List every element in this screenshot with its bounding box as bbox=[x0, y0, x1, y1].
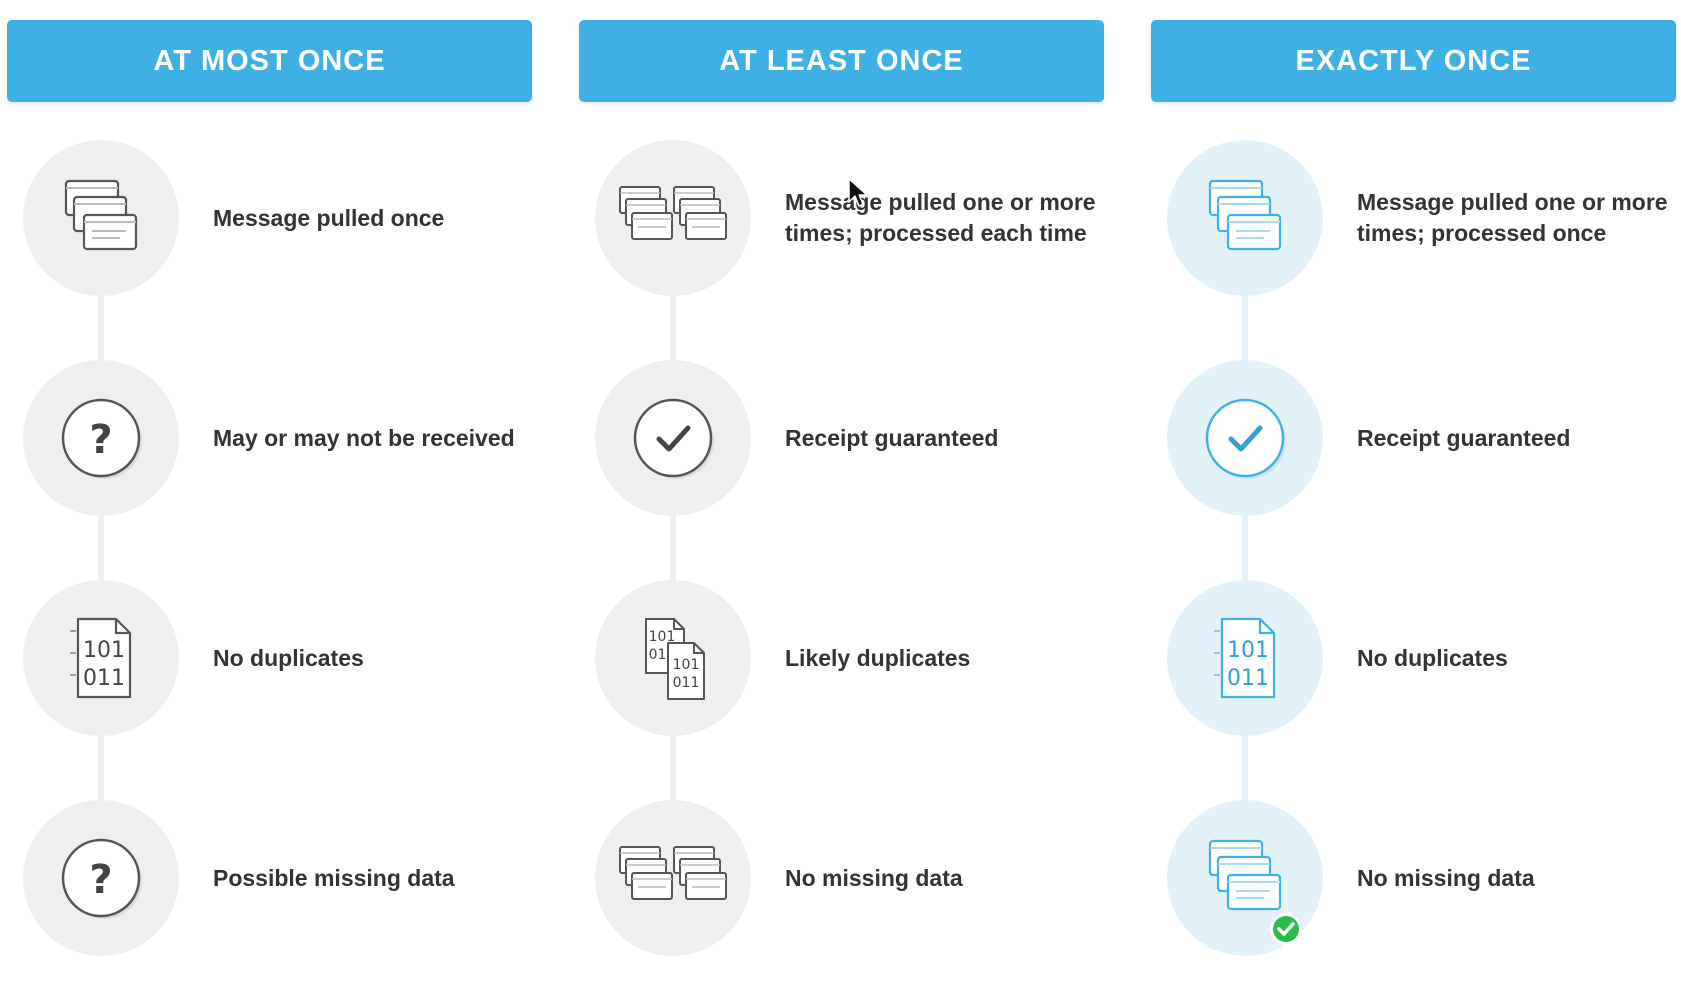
double-message-stack-icon bbox=[619, 846, 727, 900]
row-label: Receipt guaranteed bbox=[785, 424, 999, 451]
double-message-stack-icon bbox=[619, 186, 727, 240]
row-message-pulled: Message pulled one or more times; proces… bbox=[1167, 140, 1676, 296]
icon-circle: ? bbox=[23, 360, 179, 516]
icon-circle bbox=[1167, 140, 1323, 296]
column-header: AT LEAST ONCE bbox=[579, 20, 1104, 102]
svg-text:?: ? bbox=[89, 417, 112, 463]
check-circle-icon bbox=[1205, 398, 1286, 479]
row-receipt: ? May or may not be received bbox=[23, 360, 532, 516]
svg-text:101: 101 bbox=[673, 657, 700, 673]
row-label: No missing data bbox=[785, 864, 963, 891]
icon-circle: 101 011 101 011 bbox=[595, 580, 751, 736]
column-header: AT MOST ONCE bbox=[7, 20, 532, 102]
column-exactly-once: EXACTLY ONCE Message pulled one or more … bbox=[1151, 20, 1676, 970]
message-stack-verified-icon bbox=[1208, 839, 1302, 945]
row-label: Likely duplicates bbox=[785, 644, 971, 671]
row-label: Message pulled once bbox=[213, 204, 445, 231]
binary-file-icon: 101 011 bbox=[70, 617, 132, 699]
icon-circle bbox=[1167, 360, 1323, 516]
binary-text-line-1: 101 bbox=[1227, 638, 1269, 663]
row-message-pulled: Message pulled once bbox=[23, 140, 532, 296]
icon-circle bbox=[1167, 800, 1323, 956]
row-duplicates: 101 011 101 011 Likely duplicates bbox=[595, 580, 1104, 736]
green-check-badge-icon bbox=[1270, 913, 1302, 945]
icon-circle: ? bbox=[23, 800, 179, 956]
row-label: May or may not be received bbox=[213, 424, 515, 451]
row-message-pulled: Message pulled one or more times; proces… bbox=[595, 140, 1104, 296]
row-label: Possible missing data bbox=[213, 864, 455, 891]
duplicate-binary-files-icon: 101 011 101 011 bbox=[645, 618, 705, 700]
svg-text:101: 101 bbox=[649, 629, 676, 645]
row-label: Message pulled one or more times; proces… bbox=[1357, 189, 1668, 246]
icon-circle bbox=[595, 360, 751, 516]
row-missing-data: ? Possible missing data bbox=[23, 800, 532, 956]
binary-file-icon: 101 011 bbox=[1214, 617, 1276, 699]
binary-text-line-2: 011 bbox=[1227, 666, 1269, 691]
icon-circle bbox=[595, 140, 751, 296]
svg-text:011: 011 bbox=[673, 675, 700, 691]
row-label: No duplicates bbox=[213, 644, 364, 671]
svg-text:?: ? bbox=[89, 857, 112, 903]
icon-circle: 101 011 bbox=[1167, 580, 1323, 736]
message-stack-icon bbox=[1208, 179, 1282, 251]
icon-circle bbox=[23, 140, 179, 296]
row-label: Message pulled one or more times; proces… bbox=[785, 189, 1096, 246]
row-receipt: Receipt guaranteed bbox=[1167, 360, 1676, 516]
question-icon: ? bbox=[61, 398, 142, 479]
row-label: Receipt guaranteed bbox=[1357, 424, 1571, 451]
column-at-least-once: AT LEAST ONCE bbox=[579, 20, 1104, 970]
row-missing-data: No missing data bbox=[595, 800, 1104, 956]
message-stack-icon bbox=[64, 179, 138, 251]
row-missing-data: No missing data bbox=[1167, 800, 1676, 956]
row-receipt: Receipt guaranteed bbox=[595, 360, 1104, 516]
column-header: EXACTLY ONCE bbox=[1151, 20, 1676, 102]
row-duplicates: 101 011 No duplicates bbox=[23, 580, 532, 736]
column-at-most-once: AT MOST ONCE Message pulled once bbox=[7, 20, 532, 970]
icon-circle bbox=[595, 800, 751, 956]
row-duplicates: 101 011 No duplicates bbox=[1167, 580, 1676, 736]
row-label: No duplicates bbox=[1357, 644, 1508, 671]
icon-circle: 101 011 bbox=[23, 580, 179, 736]
binary-text-line-2: 011 bbox=[83, 666, 125, 691]
row-label: No missing data bbox=[1357, 864, 1535, 891]
binary-text-line-1: 101 bbox=[83, 638, 125, 663]
check-circle-icon bbox=[633, 398, 714, 479]
question-icon: ? bbox=[61, 838, 142, 919]
